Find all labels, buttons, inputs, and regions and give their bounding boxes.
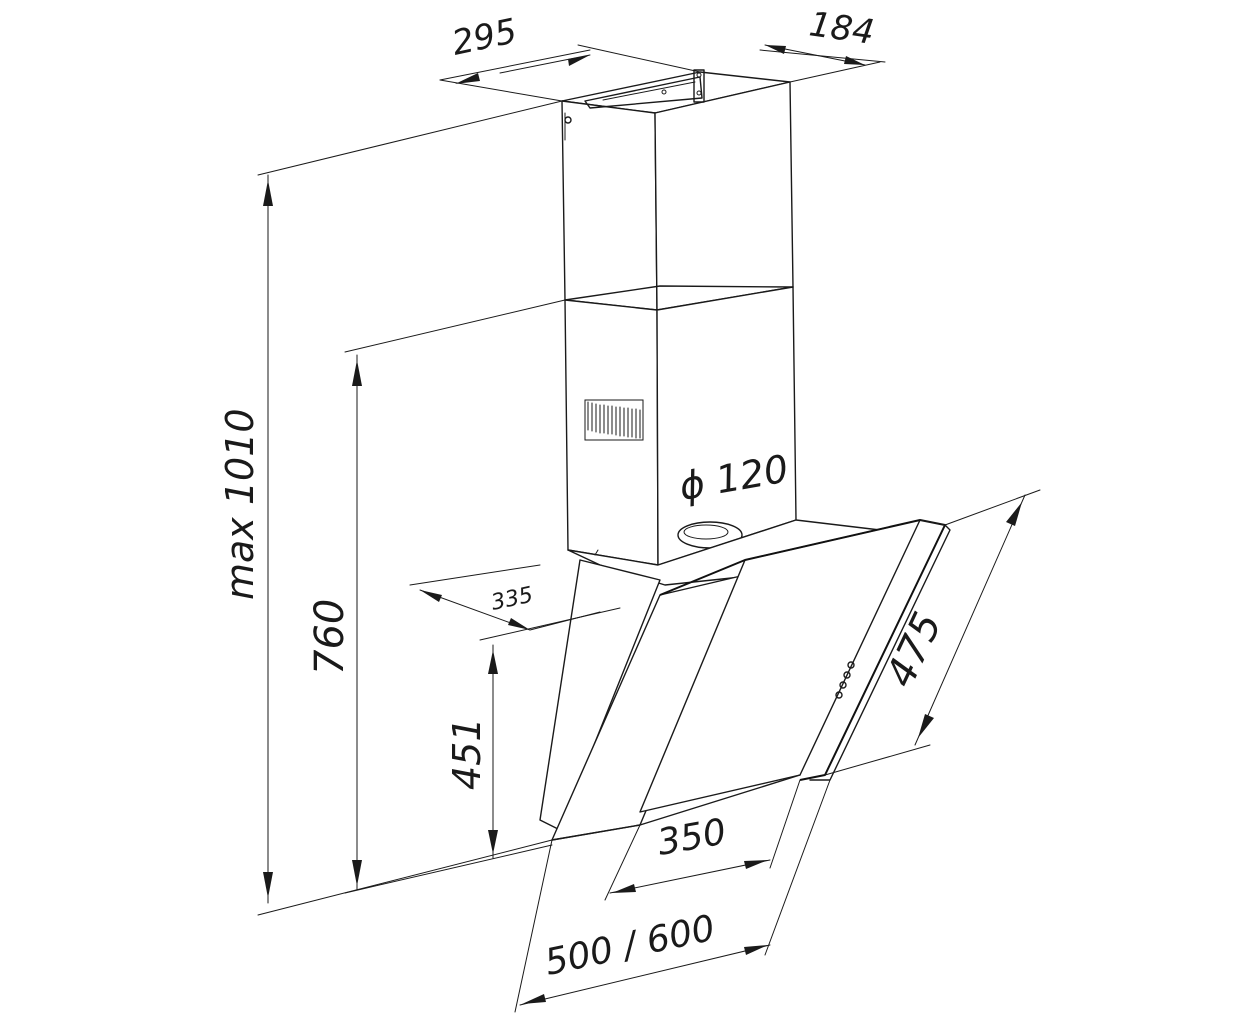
vent-slots xyxy=(584,399,644,441)
chimney-left-face xyxy=(561,100,658,311)
label-295: 295 xyxy=(449,11,521,64)
label-475: 475 xyxy=(877,606,951,695)
label-184: 184 xyxy=(807,4,877,53)
dim-line-475 xyxy=(914,494,1026,746)
mounting-bracket xyxy=(584,76,703,109)
bracket-post xyxy=(693,69,705,103)
label-max-1010: max 1010 xyxy=(218,408,262,600)
lower-chimney xyxy=(564,285,797,566)
label-350: 350 xyxy=(654,812,729,864)
upper-chimney xyxy=(561,69,794,311)
dim-line-350 xyxy=(609,859,771,894)
label-451: 451 xyxy=(445,717,489,790)
label-500-600: 500 / 600 xyxy=(541,908,718,984)
label-335: 335 xyxy=(489,583,535,616)
control-buttons xyxy=(835,661,855,699)
dim-line-295 xyxy=(439,49,591,81)
chimney-right-face xyxy=(654,81,794,311)
dim-line-335 xyxy=(409,564,541,586)
dim-line-500-600 xyxy=(519,944,771,1006)
dimension-lines xyxy=(257,44,1041,1013)
hood-body xyxy=(539,519,951,841)
label-760: 760 xyxy=(307,599,353,675)
